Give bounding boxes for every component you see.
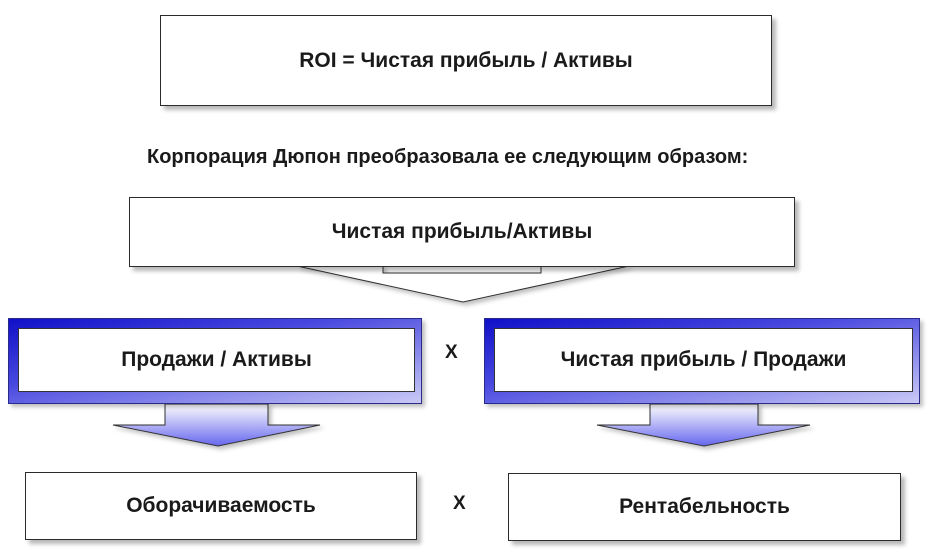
right-panel: Чистая прибыль / Продажи <box>484 318 920 404</box>
left-down-arrow <box>112 403 321 447</box>
dupont-caption: Корпорация Дюпон преобразовала ее следую… <box>147 146 749 168</box>
source-box-text: Чистая прибыль/Активы <box>331 220 593 243</box>
multiply-sign-bottom: X <box>453 493 466 514</box>
split-arrow <box>296 265 630 303</box>
right-down-arrow <box>596 403 811 447</box>
turnover-text: Оборачиваемость <box>126 494 316 517</box>
turnover-box: Оборачиваемость <box>25 472 417 540</box>
profitability-box: Рентабельность <box>508 473 901 541</box>
roi-formula-text: ROI = Чистая прибыль / Активы <box>299 48 633 72</box>
profitability-text: Рентабельность <box>619 495 790 518</box>
right-panel-text: Чистая прибыль / Продажи <box>494 328 913 392</box>
multiply-sign-top: X <box>445 342 458 363</box>
left-panel-text: Продажи / Активы <box>18 328 415 392</box>
source-box: Чистая прибыль/Активы <box>129 197 795 267</box>
left-panel: Продажи / Активы <box>8 318 422 404</box>
roi-formula-box: ROI = Чистая прибыль / Активы <box>160 15 772 106</box>
